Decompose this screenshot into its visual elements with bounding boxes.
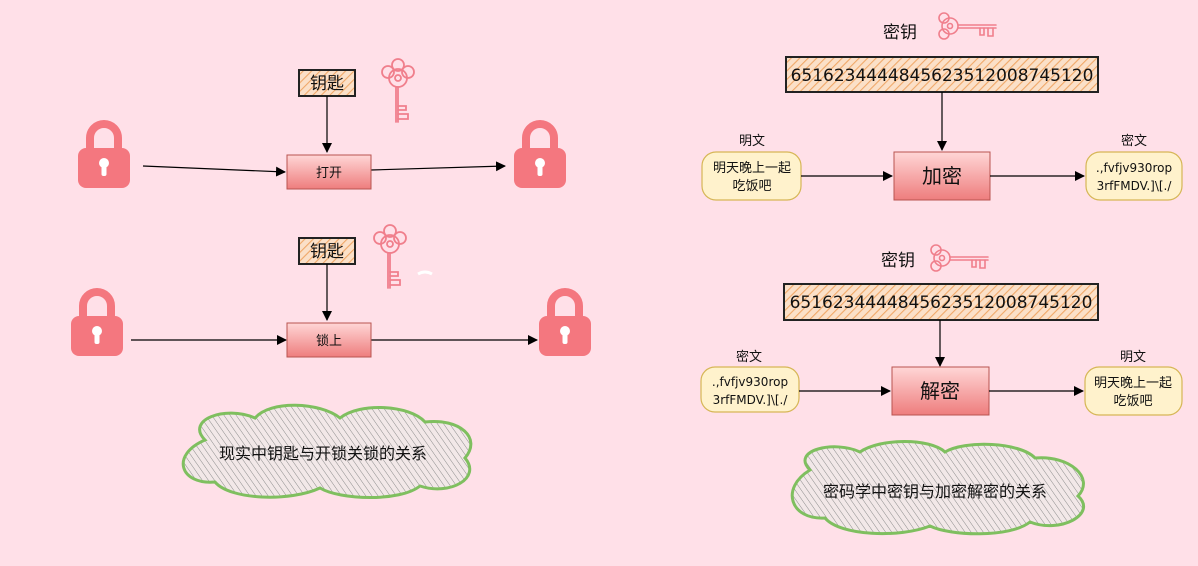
key-icon — [930, 244, 989, 272]
encrypt-action-box — [893, 151, 991, 201]
action-label: 打开 — [316, 166, 342, 181]
key-title: 密钥 — [881, 251, 915, 271]
ciphertext-line2: 3rfFMDV.]\[./ — [713, 393, 789, 407]
left-caption-cloud: 现实中钥匙与开锁关锁的关系 — [181, 403, 473, 499]
action-label: 加密 — [922, 164, 962, 188]
action-label: 锁上 — [316, 333, 342, 349]
ciphertext-line1: .,fvfjv930rop — [712, 375, 788, 389]
encrypt-section: 密钥 6516234444845623512008745120 明文 明天晚上一… — [701, 12, 1183, 201]
left-top-row: 钥匙 打开 — [78, 58, 566, 190]
key-label-box — [298, 237, 356, 265]
action-label: 解密 — [920, 379, 960, 403]
decrypt-action-box — [891, 366, 990, 416]
arrow — [142, 165, 286, 177]
plaintext-box — [1084, 366, 1183, 416]
decoration — [417, 270, 433, 276]
lock-action-box — [286, 322, 372, 358]
key-icon — [938, 12, 997, 40]
key-value-box — [785, 56, 1099, 93]
ciphertext-line2: 3rfFMDV.]\[./ — [1097, 179, 1173, 193]
key-value: 6516234444845623512008745120 — [791, 66, 1094, 86]
input-title: 密文 — [736, 349, 762, 365]
key-label: 钥匙 — [310, 242, 344, 262]
plaintext-line1: 明天晚上一起 — [713, 161, 791, 176]
lock-icon — [78, 124, 130, 188]
cloud-shape — [181, 403, 473, 499]
key-title: 密钥 — [883, 23, 917, 43]
ciphertext-box — [1085, 151, 1183, 201]
lock-icon — [514, 124, 566, 188]
arrow — [370, 161, 506, 172]
right-caption-cloud: 密码学中密钥与加密解密的关系 — [790, 440, 1086, 536]
key-icon — [381, 58, 415, 123]
input-title: 明文 — [739, 134, 765, 149]
key-icon — [373, 224, 407, 289]
plaintext-line2: 吃饭吧 — [732, 178, 771, 194]
output-title: 密文 — [1121, 133, 1147, 149]
open-action-box — [286, 154, 372, 190]
plaintext-line1: 明天晚上一起 — [1094, 376, 1172, 391]
cloud-shape — [790, 440, 1086, 536]
caption: 密码学中密钥与加密解密的关系 — [823, 482, 1047, 501]
left-bottom-row: 钥匙 锁上 — [71, 224, 591, 358]
plaintext-line2: 吃饭吧 — [1113, 393, 1152, 409]
key-value-box — [783, 283, 1099, 321]
caption: 现实中钥匙与开锁关锁的关系 — [219, 444, 427, 463]
lock-icon — [539, 292, 591, 356]
lock-icon — [71, 292, 123, 356]
key-label: 钥匙 — [310, 74, 344, 94]
ciphertext-box — [700, 366, 800, 413]
key-value: 6516234444845623512008745120 — [790, 293, 1093, 313]
ciphertext-line1: .,fvfjv930rop — [1096, 161, 1172, 175]
decrypt-section: 密钥 6516234444845623512008745120 密文 .,fvf… — [700, 244, 1183, 416]
output-title: 明文 — [1120, 350, 1146, 365]
